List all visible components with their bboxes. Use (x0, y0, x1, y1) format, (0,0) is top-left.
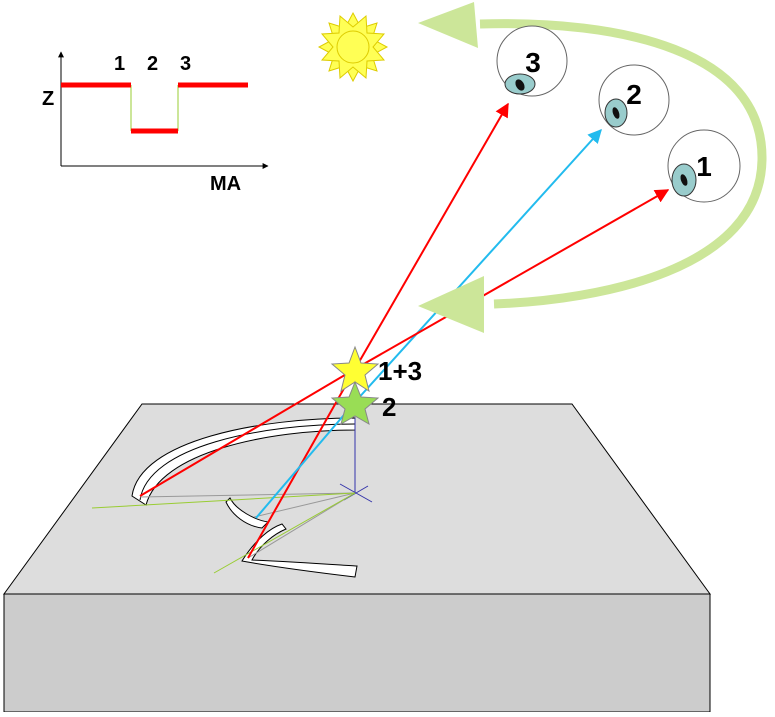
sample-block (3, 403, 711, 713)
position-label-2: 2 (147, 53, 158, 75)
star-icon (330, 380, 380, 426)
block-front-face (3, 593, 711, 713)
observer-2: 2 (598, 64, 670, 136)
ray-outer-incoming (139, 368, 356, 497)
position-label-3: 3 (180, 53, 191, 75)
source-label: 2 (382, 392, 396, 422)
ray-middle-incoming (255, 401, 356, 519)
source-1-3: 1+3 (330, 345, 422, 393)
source-label: 1+3 (378, 356, 422, 386)
projection-lines (91, 492, 356, 574)
y-axis-label: Z (42, 88, 54, 110)
ray-to-eye-1 (354, 189, 670, 370)
position-label-1: 1 (114, 53, 125, 75)
rays (139, 102, 670, 559)
observer-1: 1 (667, 129, 741, 203)
observer-3: 3 (496, 25, 568, 97)
inset-plot: Z MA 1 2 3 (42, 51, 269, 195)
source-2: 2 (330, 380, 396, 426)
middle-groove (225, 497, 270, 529)
observer-label: 3 (525, 47, 541, 78)
ray-to-eye-3 (354, 102, 509, 370)
inner-groove (241, 523, 358, 578)
sun-icon (317, 11, 389, 83)
ray-to-eye-2 (354, 128, 602, 403)
observer-label: 2 (626, 79, 642, 110)
outer-groove-inner-line (139, 423, 356, 501)
observer-label: 1 (696, 151, 712, 182)
x-axis-label: MA (210, 173, 241, 195)
curved-arrow-icon (418, 2, 767, 333)
